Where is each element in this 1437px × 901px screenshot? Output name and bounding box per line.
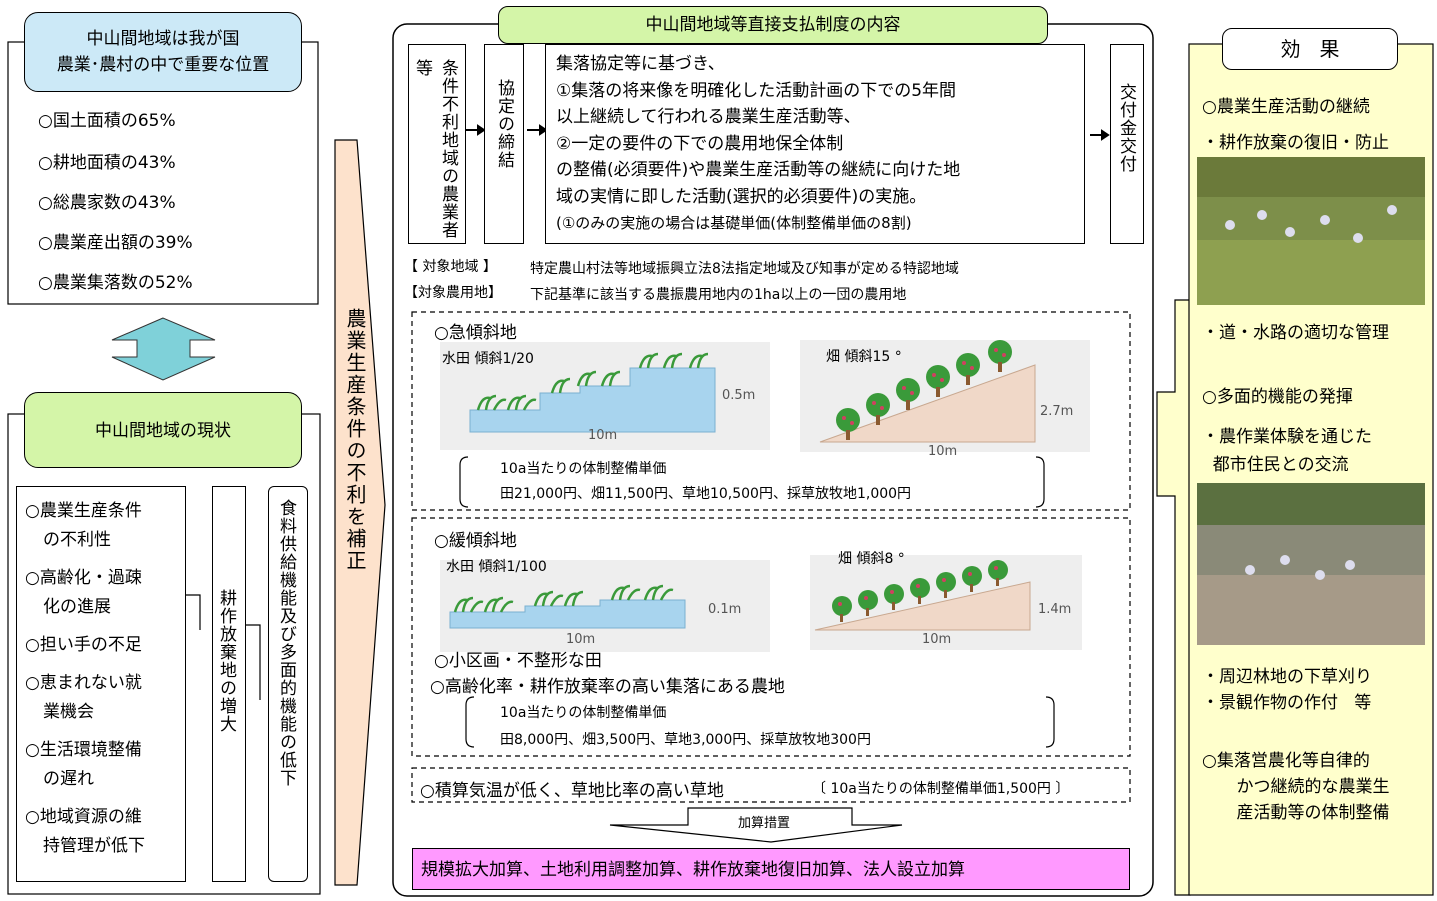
plan-line-5: の整備(必須要件)や農業生産活動等の継続に向けた地: [556, 160, 961, 180]
target-land-label: 【対象農用地】: [404, 285, 502, 301]
status-title-box: 中山間地域の現状: [24, 392, 302, 468]
target-area-label: 【 対象地域 】: [404, 259, 497, 275]
stat-land: ○国土面積の65%: [38, 111, 176, 131]
gentle-paddy-height: 0.1m: [708, 602, 742, 617]
plan-line-2: ①集落の将来像を明確化した活動計画の下での5年間: [556, 80, 957, 101]
small-irregular-paddy: ○小区画・不整形な田: [434, 651, 602, 671]
steep-field-label: 畑 傾斜15 °: [826, 349, 902, 365]
effect-arrow: [1156, 299, 1191, 896]
bonus-box: 規模拡大加算、土地利用調整加算、耕作放棄地復旧加算、法人設立加算: [412, 848, 1130, 890]
steep-rates: 田21,000円、畑11,500円、草地10,500円、採草放牧地1,000円: [500, 486, 912, 502]
stat-output: ○農業産出額の39%: [38, 233, 193, 253]
target-area-text: 特定農山村法等地域振興立法8法指定地域及び知事が定める特認地域: [530, 261, 959, 277]
gentle-title: ○緩傾斜地: [434, 531, 517, 551]
effect-abandon-prevention: ・耕作放棄の復旧・防止: [1202, 133, 1389, 153]
gentle-rate-title: 10a当たりの体制整備単価: [500, 705, 667, 721]
agreement-box: 協定の締結: [484, 44, 524, 244]
stat-farm-households: ○総農家数の43%: [38, 193, 176, 213]
steep-paddy-width: 10m: [588, 428, 618, 443]
center-title: 中山間地域等直接支払制度の内容: [645, 15, 901, 35]
effect-waterway-management: ・道・水路の適切な管理: [1202, 323, 1389, 343]
rice-plants: [453, 352, 709, 613]
tree-icons: [832, 340, 1012, 622]
effect-continue-farming: ○農業生産活動の継続: [1202, 97, 1370, 117]
bonus-label: 加算措置: [738, 816, 791, 831]
importance-title-box: 中山間地域は我が国 農業･農村の中で重要な位置: [24, 12, 302, 92]
plan-line-1: 集落協定等に基づき、: [556, 54, 725, 74]
effect-farm-experience: ・農作業体験を通じた: [1202, 427, 1372, 447]
steep-paddy-height: 0.5m: [722, 388, 756, 403]
farmers-box: 条件不利地域の農業者等: [408, 44, 466, 244]
payment-box: 交付金交付: [1110, 44, 1144, 244]
issue-5: ○生活環境整備の遅れ: [25, 740, 142, 789]
steep-rate-title: 10a当たりの体制整備単価: [500, 461, 667, 477]
steep-paddy-label: 水田 傾斜1/20: [442, 351, 534, 367]
steep-field-height: 2.7m: [1040, 404, 1074, 419]
effect-urban-exchange: 都市住民との交流: [1202, 455, 1349, 475]
steep-paddy-illustration: [440, 342, 770, 450]
status-title: 中山間地域の現状: [95, 421, 231, 441]
gentle-paddy-width: 10m: [566, 632, 596, 647]
correction-arrow: [334, 139, 386, 886]
issue-2: ○高齢化・過疎化の進展: [25, 568, 142, 617]
stat-farmland: ○耕地面積の43%: [38, 153, 176, 173]
abandonment-increase-box: 耕作放棄地の増大: [212, 486, 246, 882]
effect-title: 効 果: [1280, 37, 1340, 61]
grassland-text: ○積算気温が低く、草地比率の高い草地: [420, 781, 724, 801]
issues-box: ○農業生産条件の不利性 ○高齢化・過疎化の進展 ○担い手の不足 ○恵まれない就業…: [16, 486, 186, 882]
correction-arrow-label: 農業生産条件の不利を補正: [343, 308, 367, 572]
gentle-field-height: 1.4m: [1038, 602, 1072, 617]
activity-plan-box: 集落協定等に基づき、 ①集落の将来像を明確化した活動計画の下での5年間 以上継続…: [545, 44, 1085, 244]
stat-settlements: ○農業集落数の52%: [38, 273, 193, 293]
importance-title-line2: 農業･農村の中で重要な位置: [56, 55, 270, 75]
issue-6: ○地域資源の維持管理が低下: [25, 807, 145, 856]
bonus-text: 規模拡大加算、土地利用調整加算、耕作放棄地復旧加算、法人設立加算: [421, 860, 965, 880]
plan-line-7: (①のみの実施の場合は基礎単価(体制整備単価の8割): [556, 214, 912, 232]
gentle-field-label: 畑 傾斜8 °: [838, 551, 905, 567]
gentle-paddy-label: 水田 傾斜1/100: [446, 559, 547, 575]
steep-field-width: 10m: [928, 444, 958, 459]
plan-line-4: ②一定の要件の下での農用地保全体制: [556, 133, 844, 154]
effect-multifunction: ○多面的機能の発揮: [1202, 387, 1353, 407]
issue-3: ○担い手の不足: [25, 635, 142, 655]
bonus-arrow: [609, 807, 903, 843]
target-land-text: 下記基準に該当する農振農用地内の1ha以上の一団の農用地: [530, 287, 907, 303]
center-title-box: 中山間地域等直接支払制度の内容: [498, 6, 1048, 44]
function-decline-box: 食料供給機能及び多面的機能の低下: [268, 486, 308, 882]
aging-abandon-farmland: ○高齢化率・耕作放棄率の高い集落にある農地: [430, 677, 785, 697]
gentle-field-illustration: [810, 555, 1082, 650]
plan-line-6: 域の実情に即した活動(選択的必須要件)の実施。: [556, 186, 927, 207]
issue-4: ○恵まれない就業機会: [25, 673, 142, 722]
gentle-field-width: 10m: [922, 632, 952, 647]
importance-title-line1: 中山間地域は我が国: [86, 29, 240, 49]
effect-community-farming: ○集落営農化等自律的 かつ継続的な農業生 産活動等の体制整備: [1202, 751, 1390, 823]
photo-rice-planting: [1197, 483, 1425, 645]
gentle-rates: 田8,000円、畑3,500円、草地3,000円、採草放牧地300円: [500, 732, 871, 748]
effect-title-box: 効 果: [1222, 28, 1398, 70]
grassland-rate: 〔 10a当たりの体制整備単価1,500円 〕: [812, 781, 1070, 797]
effect-landscape-crops: ・景観作物の作付 等: [1202, 693, 1372, 713]
plan-line-3: 以上継続して行われる農業生産活動等、: [556, 107, 861, 127]
effect-forest-weeding: ・周辺林地の下草刈り: [1202, 667, 1372, 687]
double-arrow-icon: [111, 317, 216, 381]
issue-1: ○農業生産条件の不利性: [25, 501, 142, 550]
steep-title: ○急傾斜地: [434, 323, 517, 343]
steep-field-illustration: [800, 340, 1090, 452]
photo-farm-work: [1197, 157, 1425, 305]
